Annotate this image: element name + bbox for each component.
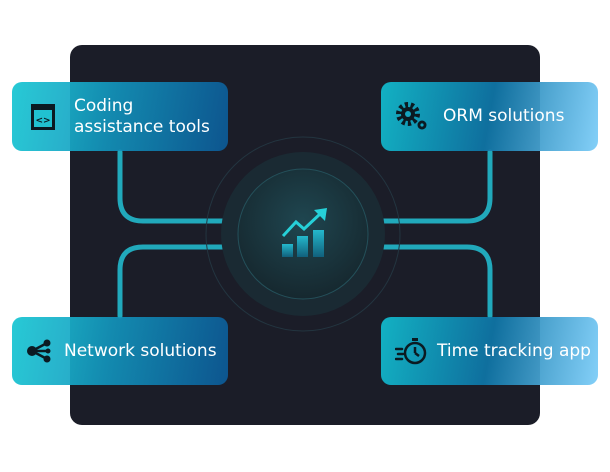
stopwatch-icon xyxy=(395,334,429,368)
card-time-tracking-app: Time tracking app xyxy=(381,317,598,385)
svg-text:<>: <> xyxy=(35,116,50,126)
share-nodes-icon xyxy=(22,334,56,368)
connector-top-right xyxy=(363,149,493,224)
code-window-icon: <> xyxy=(26,100,60,134)
connector-bottom-left xyxy=(117,244,243,319)
card-coding-assistance-tools: <> Coding assistance tools xyxy=(12,82,228,151)
card-network-solutions: Network solutions xyxy=(12,317,228,385)
growth-chart-icon xyxy=(281,208,327,257)
card-label: Coding assistance tools xyxy=(74,95,210,137)
card-label: Network solutions xyxy=(64,340,217,361)
center-circle xyxy=(237,168,369,300)
connector-top-left xyxy=(117,149,243,224)
gears-icon xyxy=(395,100,429,134)
card-label: Time tracking app xyxy=(437,340,591,361)
card-orm-solutions: ORM solutions xyxy=(381,82,598,151)
outer-ring xyxy=(205,136,401,332)
card-label: ORM solutions xyxy=(443,106,565,126)
connector-bottom-right xyxy=(363,244,493,319)
